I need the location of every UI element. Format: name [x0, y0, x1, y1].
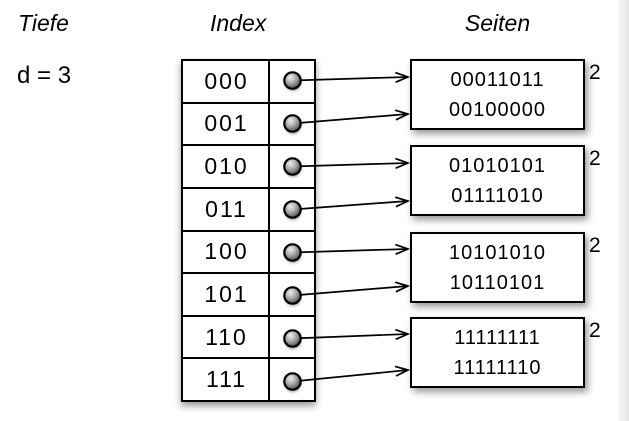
index-row-111: 111 — [183, 359, 314, 400]
page-box-1: 00011011 00100000 — [410, 59, 585, 130]
index-row-001: 001 — [183, 103, 314, 147]
pointer-cell — [270, 61, 314, 102]
page-record: 11111111 — [454, 326, 541, 349]
pointer-cell — [270, 146, 314, 187]
pointer-cell — [270, 317, 314, 358]
index-entry-label: 001 — [183, 103, 270, 145]
slide-right-edge — [618, 0, 629, 421]
index-table: 000 001 010 011 100 101 110 111 — [181, 59, 316, 402]
local-depth-badge-2: 2 — [589, 147, 601, 170]
index-row-000: 000 — [183, 61, 314, 104]
local-depth-badge-3: 2 — [589, 234, 601, 257]
page-record: 01010101 — [449, 154, 546, 177]
index-entry-label: 010 — [183, 146, 270, 187]
index-entry-label: 011 — [183, 188, 270, 230]
local-depth-badge-1: 2 — [589, 61, 601, 84]
index-row-010: 010 — [183, 146, 314, 189]
index-row-011: 011 — [183, 188, 314, 232]
pointer-cell — [270, 104, 314, 145]
depth-column-title: Tiefe — [18, 10, 69, 36]
page-box-4: 11111111 11111110 — [410, 317, 585, 388]
pages-column-title: Seiten — [464, 10, 531, 36]
page-box-3: 10101010 10110101 — [410, 232, 585, 303]
pointer-cell — [270, 189, 314, 230]
page-box-2: 01010101 01111010 — [410, 145, 585, 216]
index-entry-label: 101 — [183, 274, 270, 315]
index-row-110: 110 — [183, 316, 314, 360]
page-record: 11111110 — [453, 356, 542, 379]
pointer-cell — [270, 274, 314, 315]
index-row-101: 101 — [183, 274, 314, 317]
page-record: 10110101 — [449, 271, 546, 294]
index-entry-label: 000 — [183, 61, 270, 102]
index-column-title: Index — [210, 10, 267, 36]
local-depth-badge-4: 2 — [589, 319, 601, 342]
index-row-100: 100 — [183, 231, 314, 275]
page-record: 00011011 — [450, 68, 545, 91]
pointer-cell — [270, 232, 314, 273]
pointer-cell — [270, 359, 314, 400]
index-entry-label: 111 — [183, 359, 270, 400]
page-record: 10101010 — [449, 241, 546, 264]
index-entry-label: 110 — [183, 316, 270, 358]
page-record: 00100000 — [449, 98, 546, 121]
global-depth-value: d = 3 — [17, 62, 72, 89]
page-record: 01111010 — [451, 184, 544, 207]
index-entry-label: 100 — [183, 231, 270, 273]
